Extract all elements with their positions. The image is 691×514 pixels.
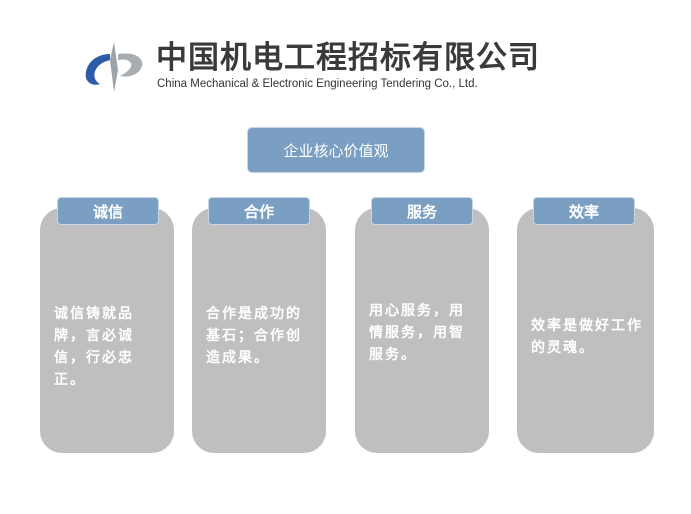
value-label-cooperation: 合作 xyxy=(208,197,310,225)
value-label-efficiency: 效率 xyxy=(533,197,635,225)
value-card-service: 用心服务，用情服务，用智服务。 xyxy=(355,208,489,453)
company-name-cn: 中国机电工程招标有限公司 xyxy=(156,40,540,76)
value-text: 用心服务，用情服务，用智服务。 xyxy=(369,303,465,363)
value-card-integrity: 诚信铸就品牌，言必诚信，行必忠正。 xyxy=(40,208,174,453)
value-label-integrity: 诚信 xyxy=(57,197,159,225)
value-text: 诚信铸就品牌，言必诚信，行必忠正。 xyxy=(54,306,134,388)
company-name-en: China Mechanical & Electronic Engineerin… xyxy=(157,78,478,90)
company-logo-icon xyxy=(85,42,143,92)
core-values-title: 企业核心价值观 xyxy=(247,127,425,173)
value-text: 合作是成功的基石；合作创造成果。 xyxy=(206,306,302,366)
value-label-service: 服务 xyxy=(371,197,473,225)
value-card-efficiency: 效率是做好工作的灵魂。 xyxy=(517,208,654,453)
value-card-cooperation: 合作是成功的基石；合作创造成果。 xyxy=(192,208,326,453)
value-text: 效率是做好工作的灵魂。 xyxy=(531,318,643,356)
